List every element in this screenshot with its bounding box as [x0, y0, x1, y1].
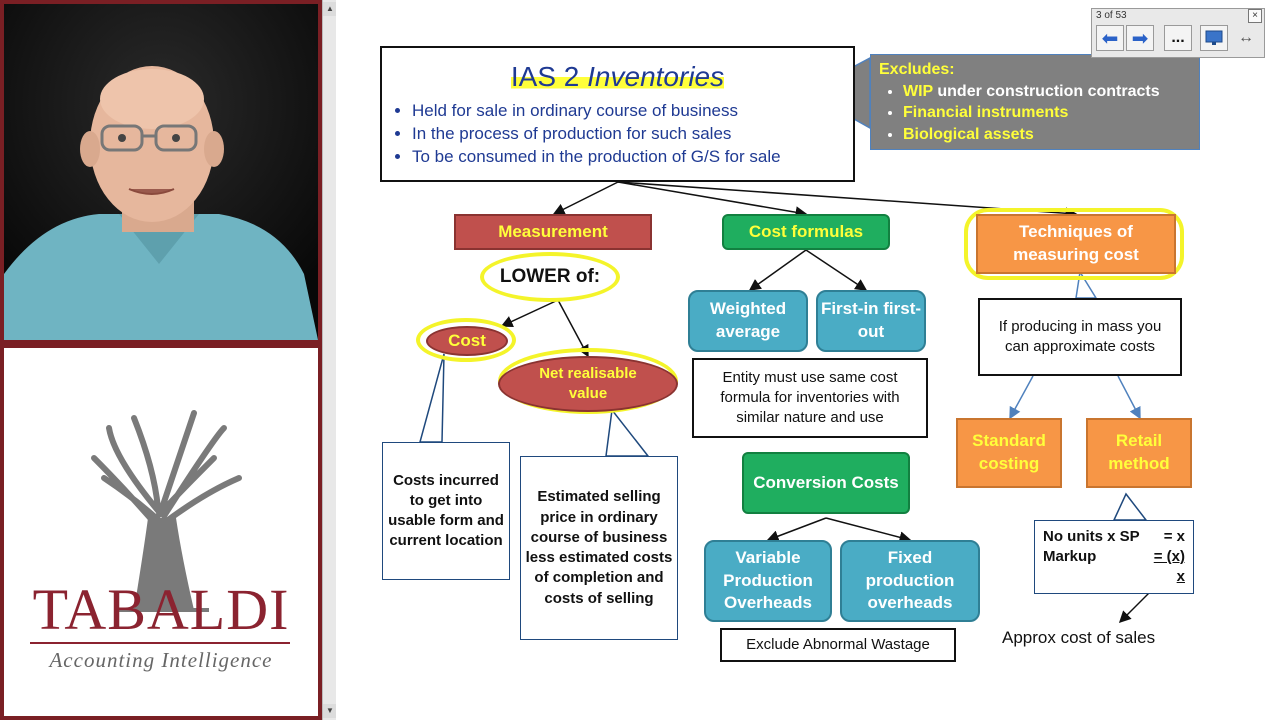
costs-incurred-box: Costs incurred to get into usable form a…: [382, 442, 510, 580]
definition-list: Held for sale in ordinary course of busi…: [382, 100, 781, 169]
variable-overheads-box: Variable Production Overheads: [704, 540, 832, 622]
slide-counter: 3 of 53: [1096, 10, 1127, 21]
definition-item: In the process of production for such sa…: [412, 123, 781, 146]
highlight-halo: [416, 318, 516, 362]
nrv-ellipse: Net realisable value: [498, 356, 678, 412]
logo-panel: TABALDI Accounting Intelligence: [4, 348, 318, 716]
techniques-box: Techniques of measuring cost: [976, 214, 1176, 274]
previous-slide-button[interactable]: ⬅: [1096, 25, 1124, 51]
definition-item: To be consumed in the production of G/S …: [412, 146, 781, 169]
conversion-costs-box: Conversion Costs: [742, 452, 910, 514]
fifo-box: First-in first-out: [816, 290, 926, 352]
exclude-wastage-box: Exclude Abnormal Wastage: [720, 628, 956, 662]
formula-row: No units x SP= x: [1043, 527, 1185, 545]
slide-canvas: IAS 2 Inventories Held for sale in ordin…: [336, 0, 1280, 720]
lower-of-label: LOWER of:: [499, 266, 601, 288]
slide-navigator: 3 of 53 × ⬅ ➡ ... ↔: [1091, 8, 1265, 58]
baobab-tree-icon: [91, 410, 242, 612]
formula-row: Markup= (x): [1043, 547, 1185, 565]
ias2-definition-box: IAS 2 Inventories Held for sale in ordin…: [380, 46, 855, 182]
highlight-halo: [964, 208, 1184, 280]
cost-formulas-box: Cost formulas: [722, 214, 890, 250]
arrow-left-icon: ⬅: [1101, 27, 1119, 50]
approx-cost-label: Approx cost of sales: [1002, 628, 1156, 647]
definition-item: Held for sale in ordinary course of busi…: [412, 100, 781, 123]
monitor-icon: [1205, 30, 1223, 45]
cost-ellipse: Cost: [426, 326, 508, 356]
excludes-item: Biological assets: [903, 124, 1160, 146]
measurement-box: Measurement: [454, 214, 652, 250]
weighted-average-box: Weighted average: [688, 290, 808, 352]
more-options-button[interactable]: ...: [1164, 25, 1192, 51]
arrow-right-icon: ➡: [1131, 27, 1149, 50]
excludes-item: Financial instruments: [903, 102, 1160, 124]
retail-method-box: Retail method: [1086, 418, 1192, 488]
fixed-overheads-box: Fixed production overheads: [840, 540, 980, 622]
logo-divider: [30, 642, 290, 644]
slide-title: IAS 2 Inventories: [510, 61, 725, 92]
scroll-down-icon[interactable]: ▼: [323, 704, 337, 718]
mass-production-note: If producing in mass you can approximate…: [978, 298, 1182, 376]
brand-tagline: Accounting Intelligence: [49, 648, 273, 672]
excludes-heading: Excludes:: [879, 61, 955, 78]
highlight-halo: [480, 252, 620, 302]
next-slide-button[interactable]: ➡: [1126, 25, 1154, 51]
scroll-up-icon[interactable]: ▲: [323, 2, 337, 16]
presenter-video-icon: [4, 4, 318, 340]
standard-costing-box: Standard costing: [956, 418, 1062, 488]
resize-handle-icon[interactable]: ↔: [1238, 29, 1254, 46]
entity-note-box: Entity must use same cost formula for in…: [692, 358, 928, 438]
excludes-item: WIP under construction contracts: [903, 81, 1160, 103]
presenter-view-button[interactable]: [1200, 25, 1228, 51]
vertical-scrollbar[interactable]: ▲ ▼: [322, 0, 337, 720]
presenter-video: [4, 4, 318, 340]
brand-name: TABALDI: [32, 577, 290, 642]
close-icon[interactable]: ×: [1248, 9, 1262, 23]
formula-total: x: [1176, 568, 1185, 586]
excludes-list: WIP under construction contracts Financi…: [879, 81, 1160, 146]
excludes-callout: Excludes: WIP under construction contrac…: [870, 54, 1200, 150]
retail-formula-box: No units x SP= x Markup= (x) x: [1034, 520, 1194, 594]
estimated-selling-box: Estimated selling price in ordinary cour…: [520, 456, 678, 640]
